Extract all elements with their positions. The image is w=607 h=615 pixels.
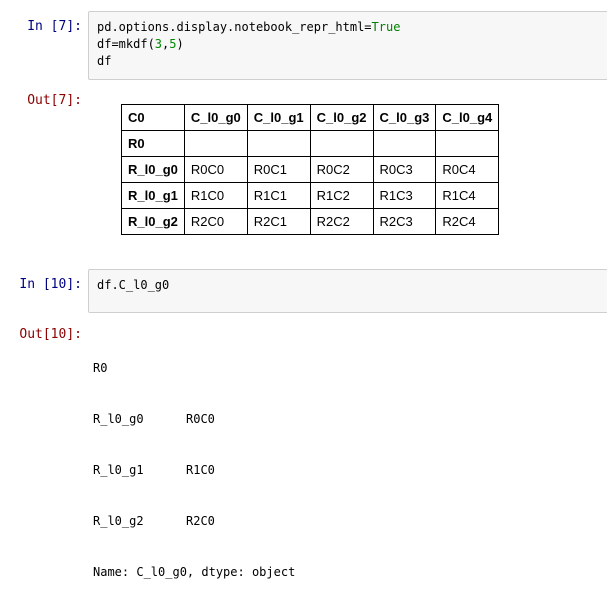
table-cell: R1C3 [372,182,437,209]
series-index-header: R0 [93,361,108,375]
code-input-area-10[interactable]: df.C_l0_g0 [88,269,607,313]
output-area-7: C0 C_l0_g0 C_l0_g1 C_l0_g2 C_l0_g3 C_l0_… [88,92,607,235]
code-line: df.C_l0_g0 [97,277,600,294]
table-header-row: C0 C_l0_g0 C_l0_g1 C_l0_g2 C_l0_g3 C_l0_… [121,104,500,131]
row-index-cell: R_l0_g2 [121,208,185,235]
table-cell: R0C4 [435,156,500,183]
code-line: pd.options.display.notebook_repr_html=Tr… [97,19,600,36]
table-cell: R0C3 [372,156,437,183]
empty-cell [246,130,311,157]
output-prompt-10: Out[10]: [19,327,82,342]
code-token-plain: ) [176,37,184,51]
row-index-cell: R_l0_g0 [121,156,185,183]
series-value: R2C0 [186,514,215,528]
series-index-label: R_l0_g0 [93,412,144,426]
table-cell: R2C4 [435,208,500,235]
code-line: df=mkdf(3,5) [97,36,600,53]
column-header-cell: C_l0_g3 [372,104,437,131]
column-header-cell: C_l0_g2 [309,104,374,131]
empty-cell [183,130,248,157]
series-row: R_l0_g2 R2C0 [93,513,607,530]
empty-cell [309,130,374,157]
output-area-10: R0 R_l0_g0 R0C0 R_l0_g1 R1C0 R_l0_g2 R2C0 N… [88,326,607,615]
index-name-cell: R0 [121,130,185,157]
code-line: df [97,53,600,70]
dataframe-table: C0 C_l0_g0 C_l0_g1 C_l0_g2 C_l0_g3 C_l0_… [121,104,500,235]
table-cell: R0C1 [246,156,311,183]
table-cell: R1C4 [435,182,500,209]
table-cell: R2C0 [183,208,248,235]
table-cell: R1C1 [246,182,311,209]
series-row: R_l0_g0 R0C0 [93,411,607,428]
code-input-area-7[interactable]: pd.options.display.notebook_repr_html=Tr… [88,11,607,80]
columns-name-cell: C0 [121,104,185,131]
code-cell-1-input-row: In [7]: pd.options.display.notebook_repr… [0,11,607,80]
code-cell-2-input-row: In [10]: df.C_l0_g0 [0,269,607,313]
input-prompt-10: In [10]: [19,277,82,292]
code-token-number: 3 [154,37,163,51]
code-token-plain: df=mkdf( [97,37,155,51]
table-row: R_l0_g1 R1C0 R1C1 R1C2 R1C3 R1C4 [121,182,500,209]
table-cell: R2C3 [372,208,437,235]
code-token-number: 5 [169,37,177,51]
series-index-label: R_l0_g1 [93,463,144,477]
table-cell: R2C2 [309,208,374,235]
table-cell: R1C2 [309,182,374,209]
empty-cell [372,130,437,157]
series-row: R_l0_g1 R1C0 [93,462,607,479]
table-row: R_l0_g2 R2C0 R2C1 R2C2 R2C3 R2C4 [121,208,500,235]
table-cell: R2C1 [246,208,311,235]
code-cell-1-output-row: Out[7]: C0 C_l0_g0 C_l0_g1 C_l0_g2 C_l0_… [0,92,607,235]
input-prompt-7: In [7]: [27,19,82,34]
code-token-keyword: True [371,20,401,34]
code-token-plain: df.C_l0_g0 [97,278,170,292]
table-row: R_l0_g0 R0C0 R0C1 R0C2 R0C3 R0C4 [121,156,500,183]
table-cell: R1C0 [183,182,248,209]
column-header-cell: C_l0_g1 [246,104,311,131]
output-prompt-7: Out[7]: [27,93,82,108]
code-token-plain: , [162,37,170,51]
table-cell: R0C2 [309,156,374,183]
column-header-cell: C_l0_g4 [435,104,500,131]
series-output: R0 R_l0_g0 R0C0 R_l0_g1 R1C0 R_l0_g2 R2C0 N… [88,326,607,615]
column-header-cell: C_l0_g0 [183,104,248,131]
series-index-label: R_l0_g2 [93,514,144,528]
series-footer: Name: C_l0_g0, dtype: object [93,565,296,579]
row-index-cell: R_l0_g1 [121,182,185,209]
series-value: R1C0 [186,463,215,477]
code-cell-2-output-row: Out[10]: R0 R_l0_g0 R0C0 R_l0_g1 R1C0 R_l0… [0,326,607,615]
code-token-plain: pd.options.display.notebook_repr_html= [97,20,372,34]
series-value: R0C0 [186,412,215,426]
empty-cell [435,130,500,157]
index-name-row: R0 [121,130,500,157]
table-cell: R0C0 [183,156,248,183]
code-token-plain: df [97,54,112,68]
